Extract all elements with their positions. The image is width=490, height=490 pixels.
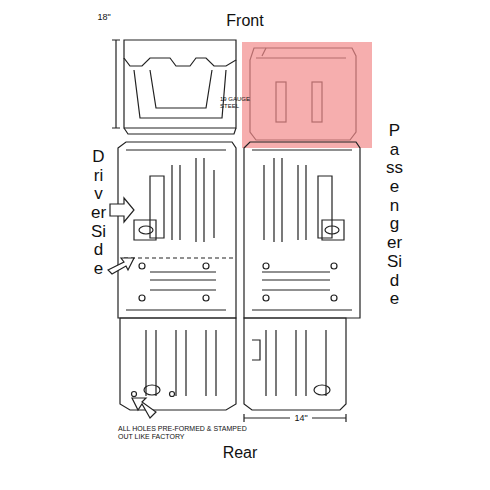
note-text: ALL HOLES PRE-FORMED & STAMPED OUT LIKE …: [118, 425, 258, 441]
pointer-arrow: [108, 258, 134, 274]
pan-vent: [134, 176, 164, 240]
pan-edge: [252, 150, 352, 310]
drain-hole: [139, 226, 153, 234]
hole: [139, 295, 145, 301]
hole: [331, 263, 337, 269]
pan-recess: [150, 70, 212, 108]
pointer-arrow: [110, 198, 134, 222]
pan-rib: [150, 272, 216, 290]
direction-label: Front: [226, 12, 263, 30]
front-left-pan: [124, 58, 236, 128]
pointer-arrow: [132, 398, 156, 418]
rear-left-pan: [120, 318, 236, 410]
hole: [331, 295, 337, 301]
hole: [132, 392, 137, 397]
pan-flange: [124, 128, 236, 134]
hole: [170, 392, 175, 397]
pan-edge: [126, 150, 226, 310]
hole: [139, 263, 145, 269]
hole: [203, 295, 209, 301]
hole: [203, 263, 209, 269]
passenger-floor-pan: [244, 142, 360, 318]
direction-label: Rear: [223, 444, 258, 462]
dimension-label: 18": [97, 12, 110, 22]
pan-rib: [262, 272, 330, 290]
dimension-line: [112, 40, 120, 128]
pan-rib: [264, 158, 306, 242]
drain-hole: [144, 385, 160, 395]
pan-rib: [172, 158, 214, 242]
front-pan-top: [124, 40, 236, 66]
hole: [263, 295, 269, 301]
hole: [263, 263, 269, 269]
side-label: Driver Side: [90, 148, 107, 279]
dimension-label: 14": [292, 413, 309, 423]
drain-hole: [325, 226, 339, 234]
drain-hole: [314, 385, 330, 395]
side-label: Passenger Side: [386, 122, 403, 309]
rear-right-pan: [244, 318, 346, 410]
material-note: 19 GAUGE STEEL: [220, 96, 250, 110]
highlight: [242, 42, 372, 148]
seam-line: [124, 257, 236, 258]
dimension-line: [244, 414, 346, 422]
pan-bracket: [252, 340, 260, 360]
driver-floor-pan: [118, 142, 236, 318]
pan-vent: [318, 176, 344, 240]
